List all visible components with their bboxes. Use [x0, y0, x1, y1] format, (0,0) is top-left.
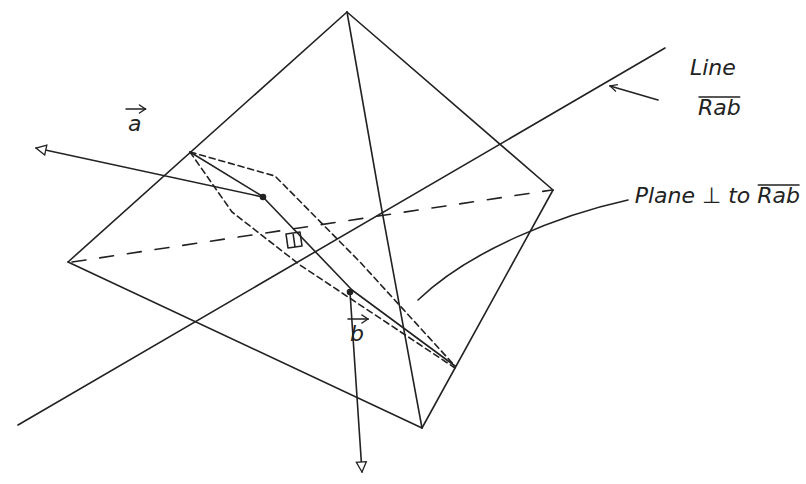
leader-line	[418, 200, 628, 300]
tetra-edge	[347, 12, 422, 428]
perpendicular-plane	[190, 152, 455, 366]
hidden-edge	[72, 190, 552, 262]
vector-arrow	[348, 318, 368, 320]
tetra-edge	[68, 12, 347, 262]
tetra-edge	[68, 262, 422, 428]
perpendicular-plane	[190, 152, 455, 368]
plane-label: Plane ⊥ to Rab	[635, 184, 800, 208]
vector-arrow	[126, 108, 145, 110]
perpendicular-plane	[190, 152, 455, 366]
vector-a	[36, 148, 263, 197]
tetra-edge	[422, 190, 553, 428]
leader-arrow	[610, 86, 658, 100]
line-name: Rab	[698, 96, 741, 120]
line-rab	[18, 48, 665, 425]
tetra-edge	[347, 12, 553, 190]
vector-label: a	[128, 112, 141, 136]
line-label: Line	[690, 56, 736, 80]
vector-label: b	[350, 322, 364, 346]
right-angle-symbol	[286, 232, 302, 248]
vector-arrow	[362, 315, 368, 319]
vector-arrow	[139, 105, 145, 109]
